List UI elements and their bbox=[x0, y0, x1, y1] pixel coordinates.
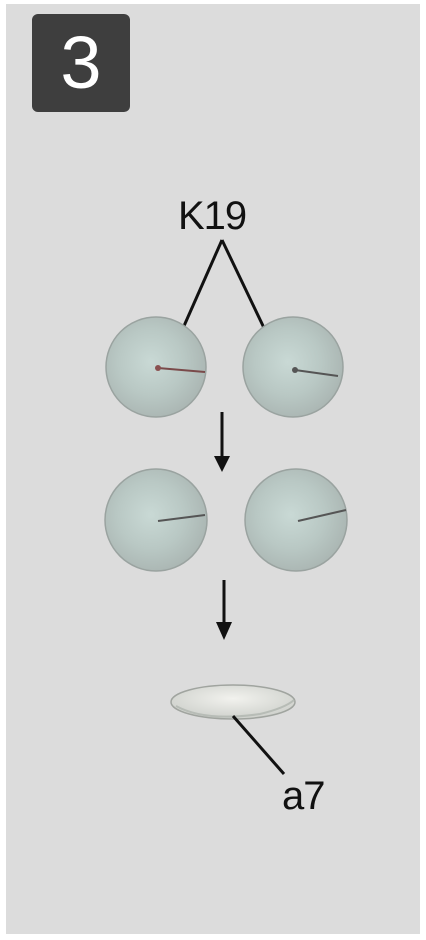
disc-top-left bbox=[106, 317, 206, 417]
flattened-disc-a7 bbox=[171, 685, 295, 719]
down-arrow-2 bbox=[216, 580, 232, 640]
disc-middle-right bbox=[245, 469, 347, 571]
disc-top-right bbox=[243, 317, 343, 417]
down-arrow-1 bbox=[214, 412, 230, 472]
part-label-k19: K19 bbox=[178, 194, 246, 239]
k19-callout-lines bbox=[180, 240, 265, 335]
part-label-a7: a7 bbox=[282, 774, 325, 819]
a7-callout-line bbox=[233, 716, 284, 774]
disc-middle-left bbox=[105, 469, 207, 571]
